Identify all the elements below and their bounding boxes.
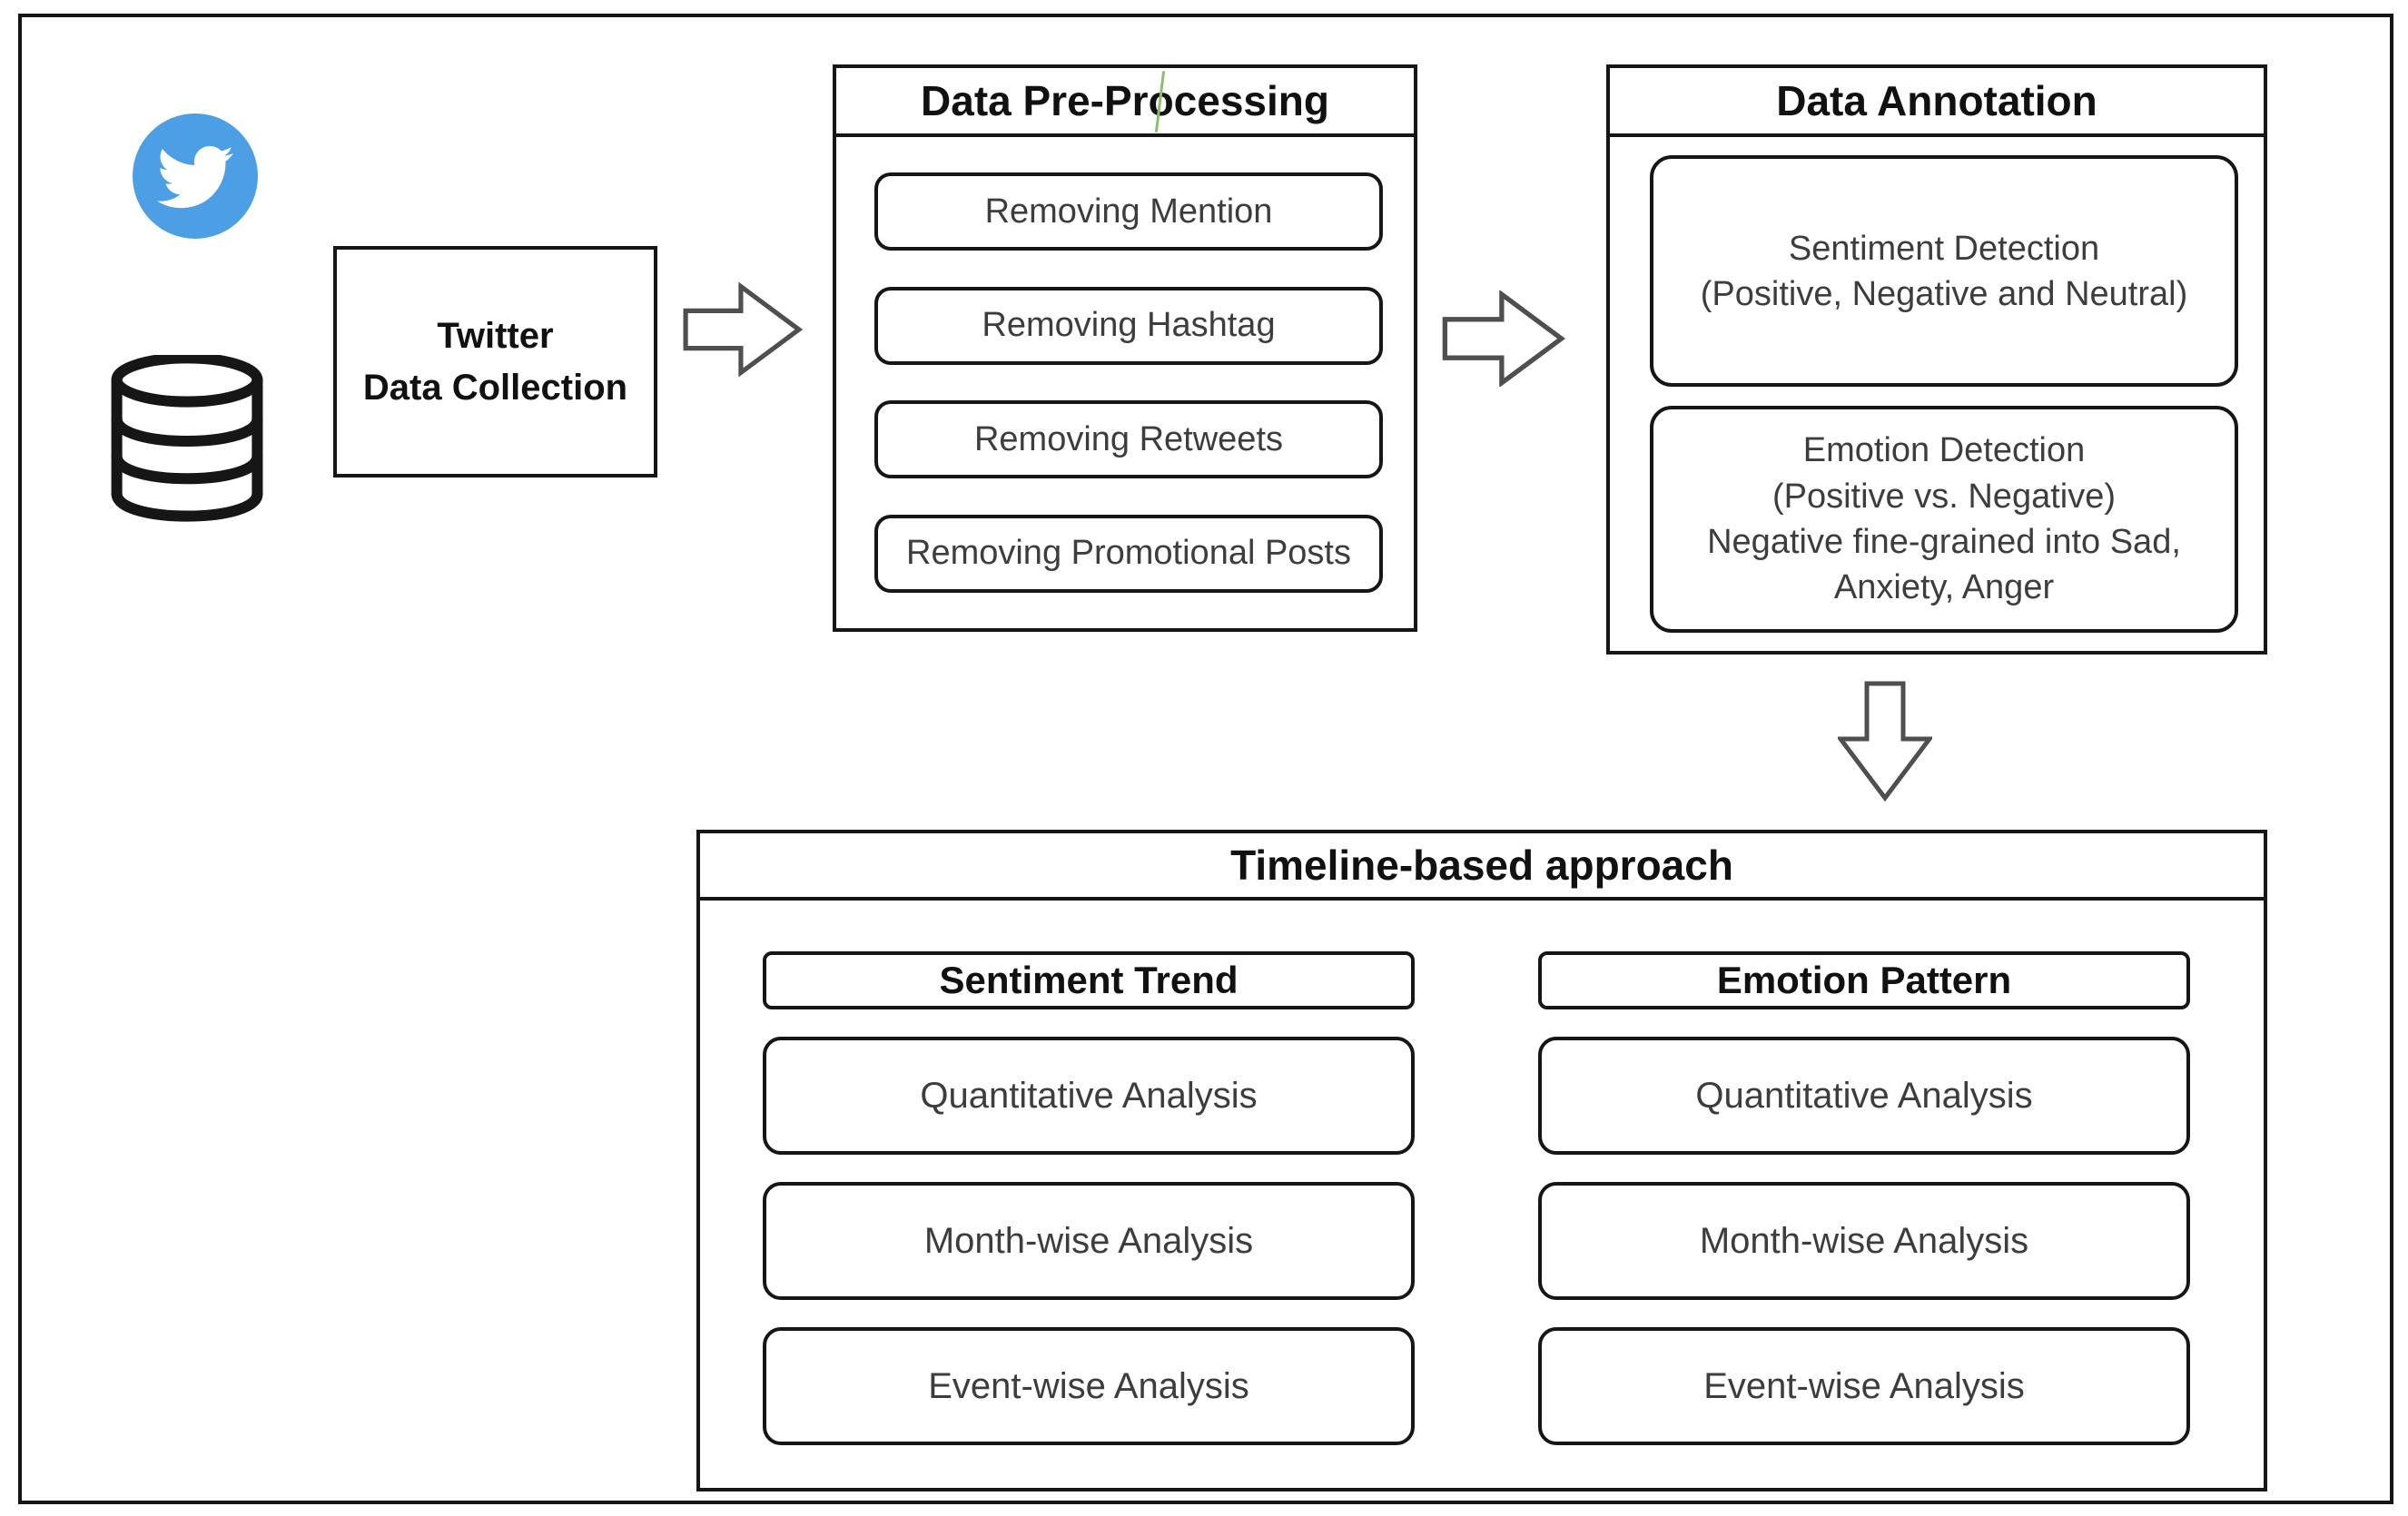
- data-preprocessing-title-text: Data Pre-Processing: [921, 77, 1329, 124]
- block-arrow-down: [1838, 679, 1932, 802]
- twitter-data-collection-node: Twitter Data Collection: [333, 246, 657, 477]
- sentiment-trend-column: Sentiment Trend Quantitative Analysis Mo…: [763, 901, 1415, 1488]
- arrow-down-icon: [1838, 681, 1932, 802]
- emotion-pattern-column: Emotion Pattern Quantitative Analysis Mo…: [1538, 901, 2190, 1488]
- arrow-right-icon: [1442, 290, 1566, 387]
- sentiment-line-2: (Positive, Negative and Neutral): [1700, 274, 2188, 313]
- emotion-line-3: Negative fine-grained into Sad,: [1707, 522, 2181, 561]
- sentiment-event-wise-analysis: Event-wise Analysis: [763, 1327, 1415, 1445]
- emotion-month-wise-analysis: Month-wise Analysis: [1538, 1182, 2190, 1300]
- emotion-line-2: (Positive vs. Negative): [1771, 477, 2116, 516]
- step-removing-promotional-posts: Removing Promotional Posts: [874, 514, 1383, 593]
- sentiment-quantitative-analysis: Quantitative Analysis: [763, 1037, 1415, 1155]
- sentiment-month-wise-analysis: Month-wise Analysis: [763, 1182, 1415, 1300]
- data-annotation-title-text: Data Annotation: [1776, 77, 2097, 124]
- annotation-items: Sentiment Detection (Positive, Negative …: [1610, 137, 2264, 651]
- sentiment-line-1: Sentiment Detection: [1788, 229, 2100, 268]
- data-annotation-panel: Data Annotation Sentiment Detection (Pos…: [1606, 64, 2267, 655]
- outer-border: Twitter Data Collection Data Pre-Process…: [18, 14, 2393, 1504]
- timeline-approach-panel: Timeline-based approach Sentiment Trend …: [696, 830, 2267, 1491]
- twitter-bird-icon: [157, 145, 233, 209]
- data-preprocessing-panel: Data Pre-Processing Removing Mention Rem…: [833, 64, 1417, 632]
- emotion-pattern-header: Emotion Pattern: [1538, 951, 2190, 1009]
- collection-line-2: Data Collection: [362, 367, 628, 408]
- sentiment-trend-header: Sentiment Trend: [763, 951, 1415, 1009]
- data-annotation-title: Data Annotation: [1610, 68, 2264, 137]
- step-removing-mention: Removing Mention: [874, 172, 1383, 251]
- step-removing-retweets: Removing Retweets: [874, 400, 1383, 479]
- collection-line-1: Twitter: [437, 315, 554, 356]
- preprocessing-steps: Removing Mention Removing Hashtag Removi…: [836, 137, 1414, 628]
- emotion-line-4: Anxiety, Anger: [1833, 567, 2055, 606]
- arrow-right-icon: [683, 281, 803, 378]
- block-arrow-right-1: [683, 281, 803, 378]
- database-icon: [111, 355, 263, 522]
- timeline-columns: Sentiment Trend Quantitative Analysis Mo…: [700, 901, 2264, 1488]
- step-removing-hashtag: Removing Hashtag: [874, 286, 1383, 365]
- twitter-icon: [133, 113, 258, 239]
- emotion-line-1: Emotion Detection: [1802, 431, 2086, 470]
- timeline-approach-title: Timeline-based approach: [700, 833, 2264, 901]
- data-preprocessing-title: Data Pre-Processing: [836, 68, 1414, 137]
- sentiment-detection-node: Sentiment Detection (Positive, Negative …: [1650, 155, 2238, 388]
- emotion-detection-node: Emotion Detection (Positive vs. Negative…: [1650, 405, 2238, 633]
- emotion-event-wise-analysis: Event-wise Analysis: [1538, 1327, 2190, 1445]
- timeline-approach-title-text: Timeline-based approach: [1230, 842, 1733, 889]
- block-arrow-right-2: [1440, 290, 1567, 387]
- emotion-quantitative-analysis: Quantitative Analysis: [1538, 1037, 2190, 1155]
